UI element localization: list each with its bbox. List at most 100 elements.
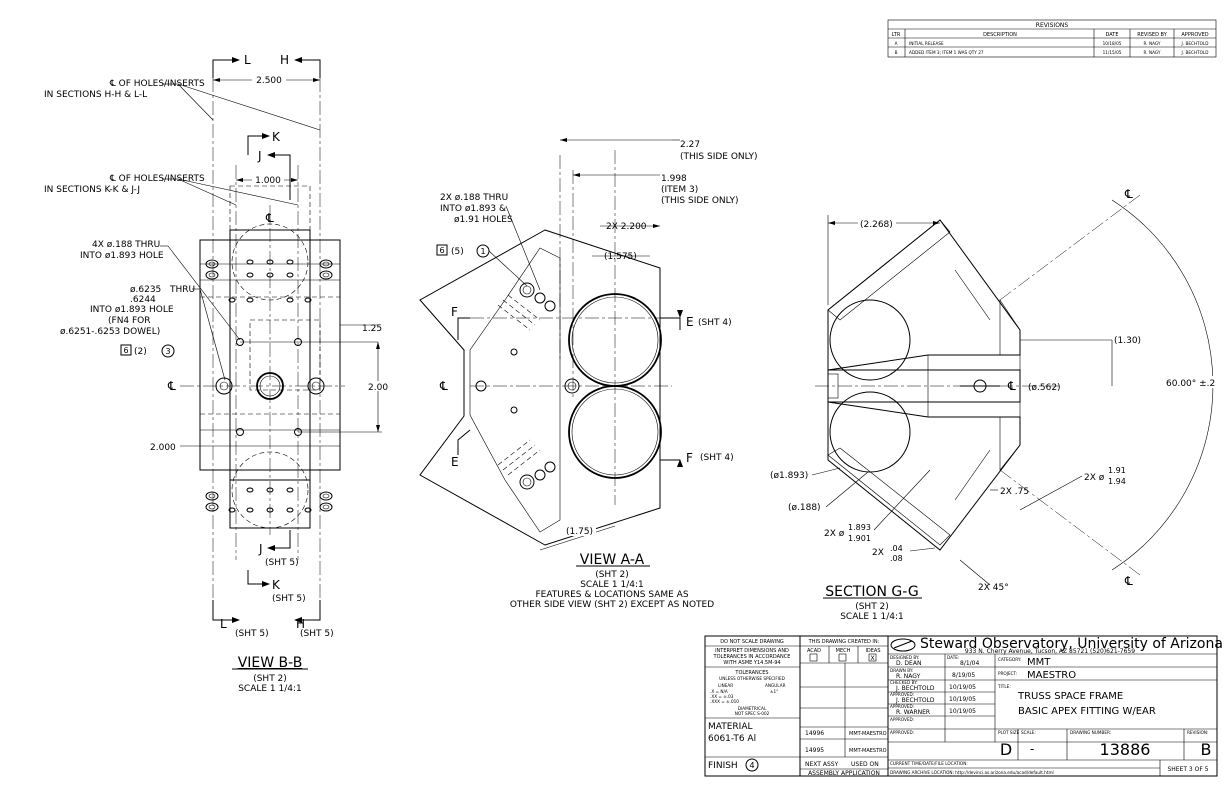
centerline-symbol-aa: ℄	[439, 379, 448, 393]
tb-interpret-3: WITH ASME Y14.5M-94	[723, 660, 780, 666]
dim-1998-note2: (THIS SIDE ONLY)	[661, 196, 739, 206]
rev-row-b-date: 11/15/05	[1103, 50, 1122, 55]
tb-angular: ANGULAR	[765, 683, 786, 688]
centerline-symbol-bb-top: ℄	[265, 211, 274, 225]
note-dowel-dia-lower: .6244	[130, 295, 156, 305]
rev-row-a-revised-by: R. NAGY	[1144, 41, 1161, 46]
tb-signoff-4-label: APPROVED:	[890, 704, 914, 709]
tb-tolerances-sub: UNLESS OTHERWISE SPECIFIED	[719, 676, 785, 681]
tb-signoff-0-label: DESIGNED BY:	[890, 655, 919, 660]
tb-assembly-app: ASSEMBLY APPLICATION	[808, 770, 880, 777]
tb-archive-label: DRAWING ARCHIVE LOCATION: http://devinci…	[890, 770, 1054, 775]
sht4-f: (SHT 4)	[700, 453, 734, 463]
dim-2x-2200: 2X 2.200	[606, 222, 647, 232]
tb-project-label: PROJECT:	[998, 671, 1017, 676]
rev-row-b-approved: J. BECHTOLD	[1181, 50, 1209, 55]
cut-label-e-right: E	[686, 315, 694, 329]
cut-label-l-bottom: L	[220, 617, 227, 631]
tb-material-label: MATERIAL	[708, 722, 753, 732]
tb-org-name: Steward Observatory, University of Arizo…	[920, 636, 1223, 652]
tb-assy2-name: MMT-MAESTRO	[849, 748, 887, 754]
rev-row-b-description: ADDED ITEM 3; ITEM 1 WAS QTY 27	[909, 50, 984, 55]
dim-1998: 1.998	[661, 174, 687, 184]
note-aa-line3: ø1.91 HOLES	[454, 215, 513, 225]
dim-1575: (1.575)	[604, 252, 637, 262]
tb-material: 6061-T6 Al	[708, 734, 756, 744]
centerline-symbol-bb: ℄	[167, 379, 176, 393]
tb-assy2-num: 14995	[805, 747, 824, 754]
cut-label-h-top: H	[280, 53, 289, 67]
callout-item-aa: 1	[480, 247, 485, 256]
title-block: DO NOT SCALE DRAWING INTERPRET DIMENSION…	[704, 635, 1223, 777]
tb-revision-label: REVISION:	[1187, 730, 1208, 735]
rev-header-description: DESCRIPTION	[983, 32, 1017, 38]
note-centerline-kj-line2: IN SECTIONS K-K & J-J	[44, 185, 140, 195]
view-aa-sub1: (SHT 2)	[595, 570, 629, 580]
note-dowel-line3: INTO ø1.893 HOLE	[90, 305, 174, 315]
tb-tol-angle: ±1°	[770, 689, 778, 694]
dim-130: (1.30)	[1114, 336, 1141, 346]
tb-assy1-name: MMT-MAESTRO	[849, 731, 887, 737]
note-dowel-dia-upper: ø.6235	[130, 285, 161, 295]
tb-created-acad: ACAD	[807, 648, 821, 654]
note-centerline-kj-line1: ℄ OF HOLES/INSERTS	[109, 174, 205, 184]
dim-200: 2.00	[368, 383, 388, 393]
revisions-table: REVISIONS LTR DESCRIPTION DATE REVISED B…	[887, 19, 1217, 58]
revisions-title: REVISIONS	[1036, 22, 1069, 29]
tb-diametrical: DIAMETRICAL	[738, 706, 767, 711]
cut-label-j-bottom: J	[258, 542, 263, 556]
dim-04-prefix: 2X	[872, 548, 884, 558]
dim-2500: 2.500	[256, 76, 282, 86]
tb-ideas-checkbox	[868, 653, 877, 662]
tb-signoff-2-date: 10/19/05	[949, 684, 976, 691]
note-4x-holes-line1: 4X ø.188 THRU	[92, 240, 160, 250]
tb-signoff-5-label: APPROVED:	[890, 717, 914, 722]
tb-plot-size: D	[1000, 740, 1012, 759]
cut-label-l-top: L	[244, 53, 251, 67]
view-aa-sub4: OTHER SIDE VIEW (SHT 2) EXCEPT AS NOTED	[510, 600, 714, 610]
callout-box-6-aa: 6	[439, 246, 444, 255]
tb-drawing-number: 13886	[1100, 740, 1151, 759]
tb-drawing-number-label: DRAWING NUMBER:	[1070, 730, 1111, 735]
view-bb-title: VIEW B-B	[238, 655, 303, 671]
callout-qty-bb: (2)	[134, 347, 147, 357]
tb-do-not-scale: DO NOT SCALE DRAWING	[720, 639, 784, 645]
callout-qty-aa: (5)	[451, 247, 464, 257]
dim-191-upper: 1.91	[1108, 466, 1126, 475]
note-dowel-line4: (FN4 FOR	[108, 316, 151, 326]
tb-linear: LINEAR	[718, 683, 733, 688]
dim-227-note: (THIS SIDE ONLY)	[680, 152, 758, 162]
callout-box-6-bb: 6	[123, 346, 128, 355]
tb-title-line2: BASIC APEX FITTING W/EAR	[1018, 706, 1156, 717]
sht5-k: (SHT 5)	[272, 594, 306, 604]
dim-1998-note1: (ITEM 3)	[661, 185, 698, 195]
tb-signoff-3-date: 10/19/05	[949, 696, 976, 703]
dim-1000: 1.000	[255, 176, 281, 186]
tb-created-ideas: IDEAS	[865, 648, 880, 654]
tb-current-file-label: CURRENT TIME/DATE/FILE LOCATION:	[890, 761, 968, 766]
tb-signoff-3-label: APPROVED:	[890, 692, 914, 697]
cut-label-k-top: K	[272, 130, 281, 144]
dim-1893b-upper: 1.893	[848, 523, 871, 532]
tb-category: MMT	[1027, 657, 1051, 668]
cut-label-f-left: F	[451, 305, 458, 319]
tb-signoff-6-label: APPROVED:	[890, 730, 914, 735]
rev-row-b-revised-by: R. NAGY	[1144, 50, 1161, 55]
tb-interpret-1: INTERPRET DIMENSIONS AND	[715, 648, 789, 654]
note-aa-line2: INTO ø1.893 &	[440, 204, 506, 214]
note-dowel-line5: ø.6251-.6253 DOWEL)	[60, 327, 160, 337]
tb-finish-label: FINISH	[708, 761, 738, 771]
note-centerline-hl-line2: IN SECTIONS H-H & L-L	[44, 90, 147, 100]
rev-row-a-description: INITIAL RELEASE	[909, 41, 944, 46]
sht5-l: (SHT 5)	[235, 629, 269, 639]
tb-spec: NOT SPEC S-002	[735, 711, 770, 716]
tb-used-on: USED ON	[851, 761, 879, 768]
cut-label-f-right: F	[686, 451, 693, 465]
tb-plot-size-label: PLOT SIZE	[998, 730, 1020, 735]
tb-tol-2: .XX = ±.03	[710, 694, 734, 699]
sht5-j: (SHT 5)	[265, 558, 299, 568]
tb-next-assy: NEXT ASSY	[805, 761, 839, 768]
dim-2x-45: 2X 45°	[978, 583, 1009, 593]
tb-signoff-3-name: J. BECHTOLD	[895, 697, 935, 704]
